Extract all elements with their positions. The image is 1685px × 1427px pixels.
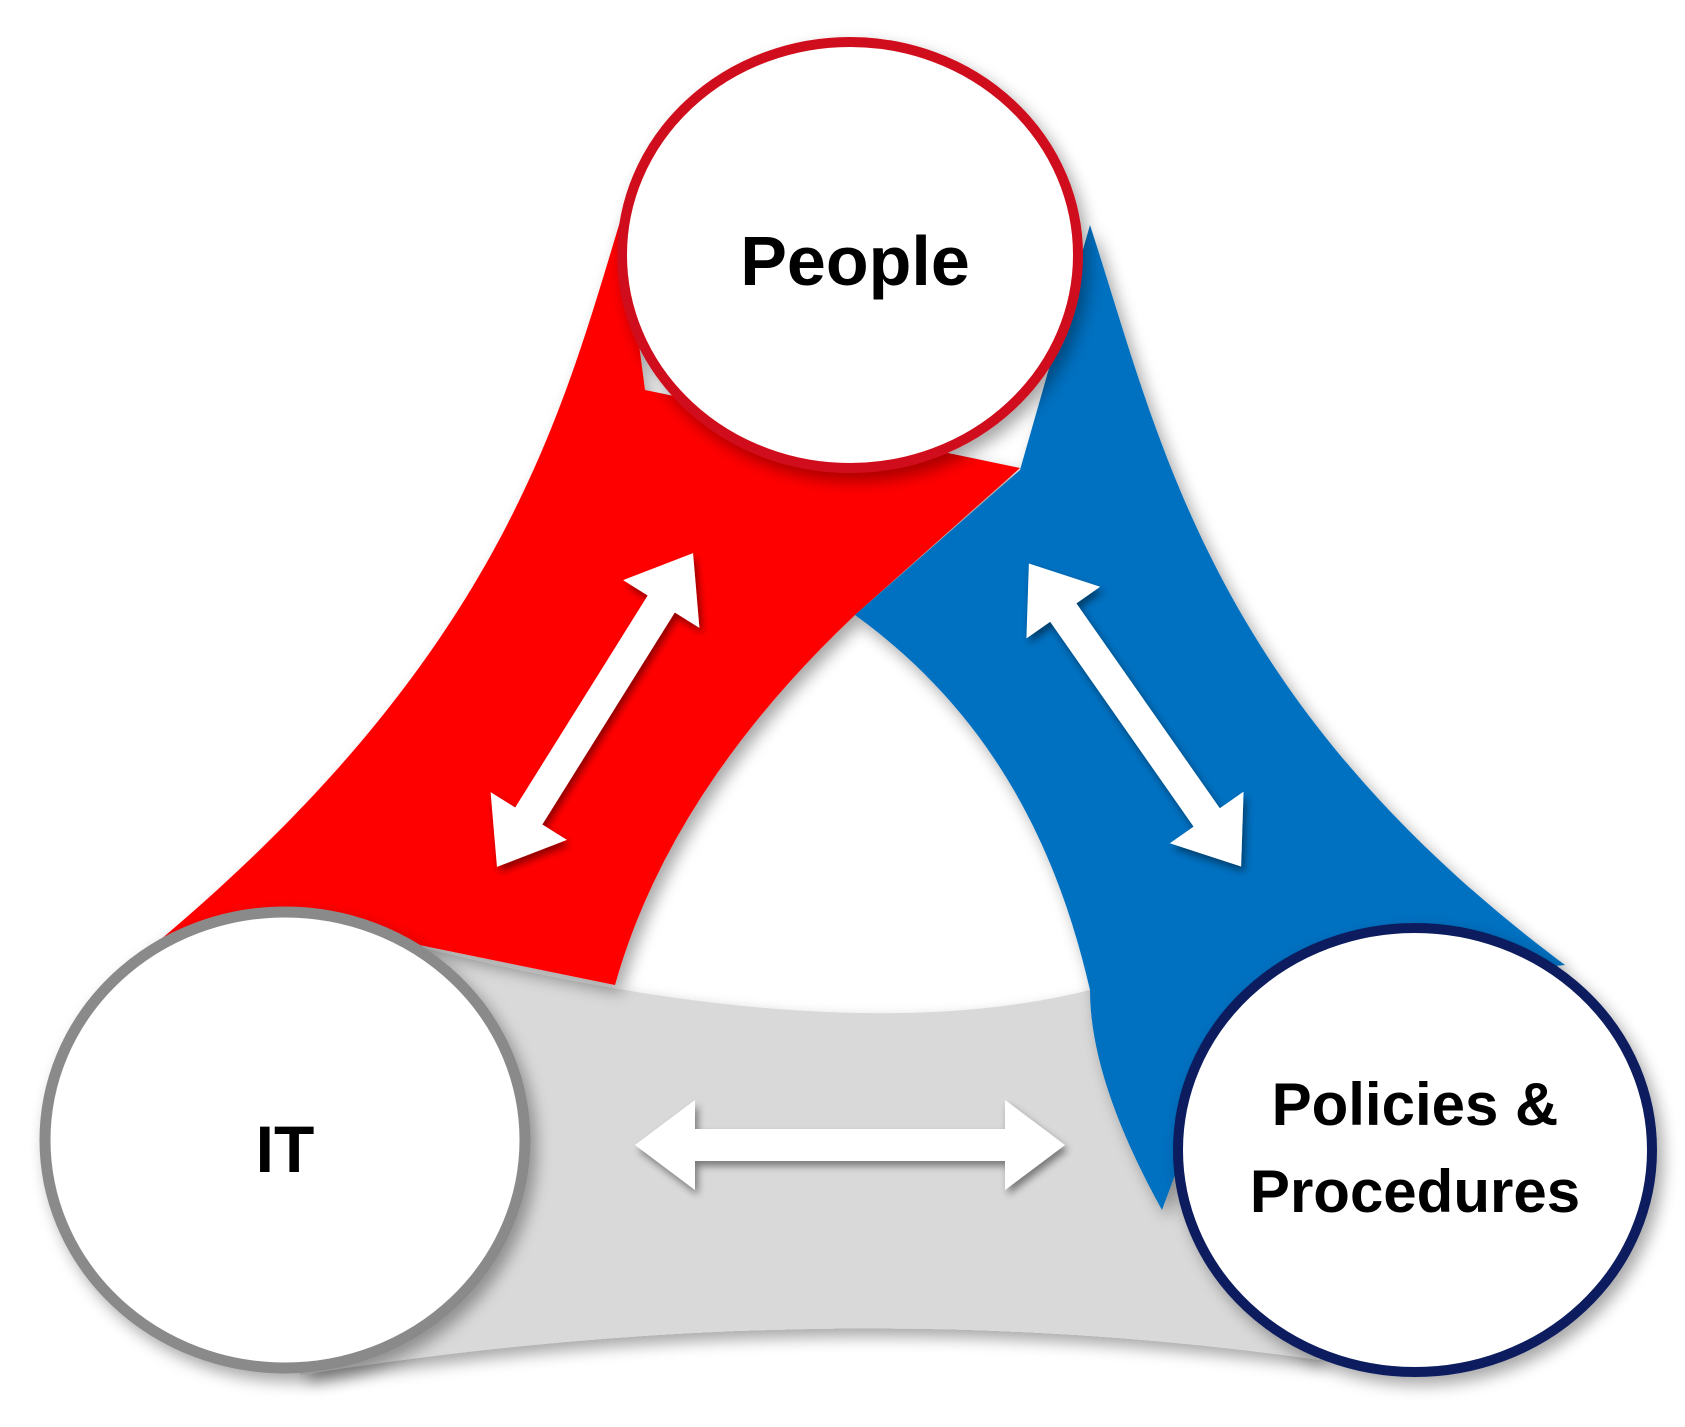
- node-policies: [1173, 923, 1657, 1377]
- node-policies-label-line1: Policies &: [1272, 1071, 1559, 1138]
- arrow-it-policies: [635, 1100, 1065, 1190]
- band-people-it: [142, 215, 1020, 985]
- arrow-people-policies: [1026, 563, 1244, 867]
- node-it: [39, 906, 531, 1374]
- node-it-label: IT: [256, 1112, 315, 1186]
- node-people: [617, 37, 1083, 473]
- node-people-label: People: [740, 222, 970, 300]
- arrow-people-it: [490, 553, 700, 867]
- node-policies-label-line2: Procedures: [1250, 1158, 1580, 1225]
